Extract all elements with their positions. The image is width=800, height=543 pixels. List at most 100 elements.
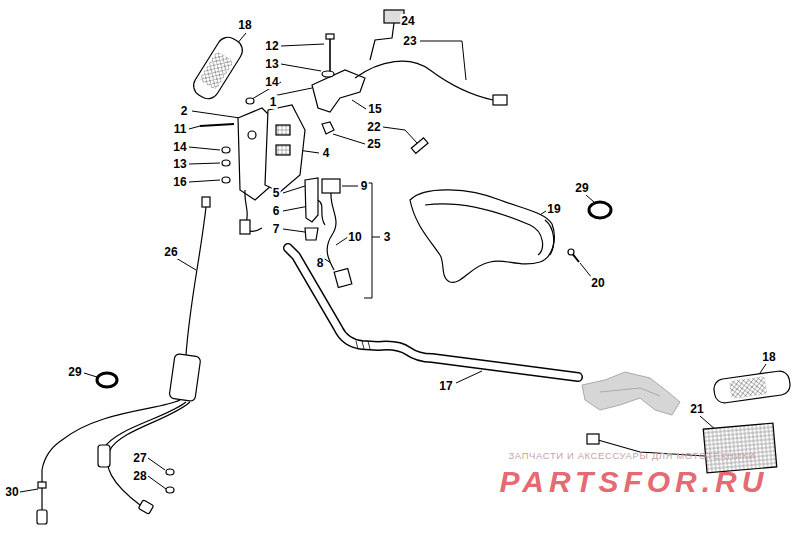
switch-housing <box>248 131 256 139</box>
callout-number: 10 <box>347 230 362 244</box>
leader-lines <box>189 126 200 129</box>
leader-lines <box>372 183 373 298</box>
callout-number: 19 <box>546 202 561 216</box>
wiring-harness <box>334 268 352 287</box>
leader-lines <box>383 127 405 130</box>
leader-lines <box>405 130 418 144</box>
callout-number: 30 <box>4 485 19 499</box>
leader-lines <box>192 111 240 118</box>
switch-housing <box>200 124 234 126</box>
throttle-cable <box>169 353 201 401</box>
throttle-lever <box>411 138 428 154</box>
callout-number: 23 <box>402 34 417 48</box>
callout-number: 11 <box>173 122 188 136</box>
handlebar <box>288 248 578 377</box>
leader-lines <box>420 41 462 42</box>
leader-lines <box>281 44 324 46</box>
leader-lines <box>176 258 196 270</box>
leader-lines <box>148 476 166 489</box>
callout-number: 13 <box>264 57 279 71</box>
leader-lines <box>20 33 766 492</box>
brake-lever <box>600 388 660 396</box>
heater-element <box>703 423 777 473</box>
watermark-text: PARTSFOR.RU <box>500 467 769 497</box>
callout-number: 22 <box>366 120 381 134</box>
throttle-cable <box>202 197 210 207</box>
callout-number: 2 <box>180 104 189 118</box>
switch-housing <box>276 125 290 135</box>
hand-guard <box>425 204 543 255</box>
callout-number: 7 <box>272 222 281 236</box>
brake-lever <box>582 372 680 415</box>
hand-grip <box>199 51 234 90</box>
throttle-lever <box>322 122 334 134</box>
wiring-harness <box>305 178 352 288</box>
callout-number: 17 <box>438 379 453 393</box>
callout-number: 28 <box>132 469 147 483</box>
callout-number: 27 <box>132 451 147 465</box>
throttle-lever <box>493 95 507 105</box>
switch-housing <box>222 147 230 153</box>
callout-number: 13 <box>172 157 187 171</box>
heater-element <box>587 423 777 473</box>
leader-lines <box>364 298 372 299</box>
callout-number: 20 <box>590 276 605 290</box>
wiring-harness <box>322 179 340 193</box>
leader-lines <box>84 373 97 377</box>
throttle-cable <box>104 402 186 448</box>
leader-lines <box>342 186 358 187</box>
throttle-lever <box>329 38 331 72</box>
wiring-harness <box>318 200 325 225</box>
throttle-cable <box>166 487 174 493</box>
leader-lines <box>189 180 220 182</box>
switch-housing <box>222 160 230 166</box>
throttle-cable <box>37 197 210 524</box>
throttle-lever <box>370 23 394 60</box>
switch-housing <box>200 98 305 234</box>
throttle-cable <box>38 482 46 488</box>
leader-lines <box>352 100 366 109</box>
wiring-harness <box>305 178 318 222</box>
hand-grip <box>189 33 246 103</box>
callout-number: 25 <box>366 137 381 151</box>
callout-number: 3 <box>383 230 392 244</box>
leader-lines <box>281 64 321 71</box>
leader-lines <box>283 206 309 211</box>
leader-lines <box>189 147 220 150</box>
hand-grip <box>189 33 791 404</box>
callout-number: 4 <box>322 146 331 160</box>
hand-guard <box>589 202 611 218</box>
hand-guard <box>410 190 554 282</box>
throttle-lever <box>326 34 334 39</box>
hand-grip <box>729 376 767 399</box>
hand-grip <box>713 370 792 404</box>
throttle-cable <box>166 469 174 475</box>
wiring-harness <box>305 228 318 240</box>
callout-number: 14 <box>172 140 187 154</box>
callout-number: 18 <box>761 350 776 364</box>
leader-lines <box>456 371 482 383</box>
callout-number: 24 <box>400 14 415 28</box>
leader-lines <box>189 163 220 164</box>
switch-housing <box>276 145 290 155</box>
callout-number: 14 <box>264 75 279 89</box>
callout-number: 6 <box>272 204 281 218</box>
throttle-lever <box>312 10 507 153</box>
watermark-text: ЗАПЧАСТИ И АКСЕССУАРЫ ДЛЯ МОТОТЕХНИКИ <box>509 451 756 461</box>
switch-housing <box>222 177 230 183</box>
callout-number: 16 <box>172 175 187 189</box>
throttle-cable <box>138 500 153 515</box>
leader-lines <box>336 237 348 245</box>
callout-number: 8 <box>316 256 325 270</box>
throttle-lever <box>355 61 493 100</box>
switch-housing <box>246 98 254 104</box>
throttle-cable <box>98 445 110 467</box>
handlebar <box>288 248 578 377</box>
heater-element <box>703 423 777 473</box>
leader-lines <box>372 237 380 238</box>
switch-housing <box>240 220 250 234</box>
leader-lines <box>148 458 165 470</box>
